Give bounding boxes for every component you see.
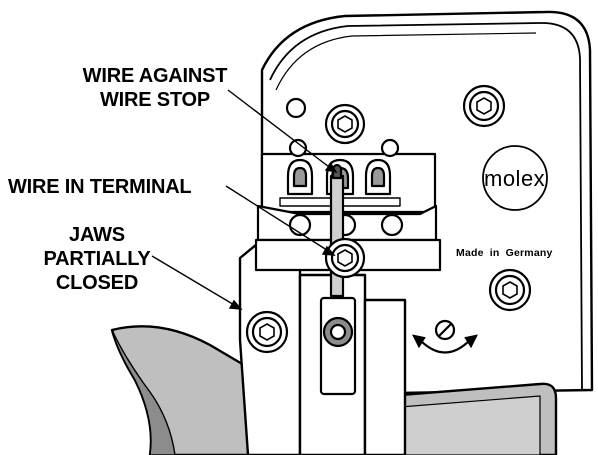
leader-lines bbox=[151, 89, 338, 310]
callout-wire-stop-line-2: WIRE STOP bbox=[99, 89, 211, 111]
callout-jaws: JAWS PARTIALLY CLOSED bbox=[42, 223, 152, 295]
molex-logo: molex bbox=[484, 166, 546, 191]
callout-jaws-line-2: PARTIALLY bbox=[43, 248, 151, 270]
callout-jaws-line-1: JAWS bbox=[69, 224, 125, 246]
logo-ring bbox=[482, 145, 548, 211]
callout-wire-stop-line-1: WIRE AGAINST bbox=[82, 65, 228, 87]
callout-wire-terminal-text: WIRE IN TERMINAL bbox=[8, 176, 192, 198]
callout-wire-terminal: WIRE IN TERMINAL bbox=[8, 175, 192, 199]
adjustment-screw bbox=[412, 319, 478, 354]
screws bbox=[245, 84, 532, 354]
callout-wire-stop: WIRE AGAINST WIRE STOP bbox=[60, 64, 250, 112]
made-in-label: Made in Germany bbox=[456, 247, 553, 259]
callout-jaws-line-3: CLOSED bbox=[55, 272, 139, 294]
ratchet-slot bbox=[319, 296, 357, 396]
